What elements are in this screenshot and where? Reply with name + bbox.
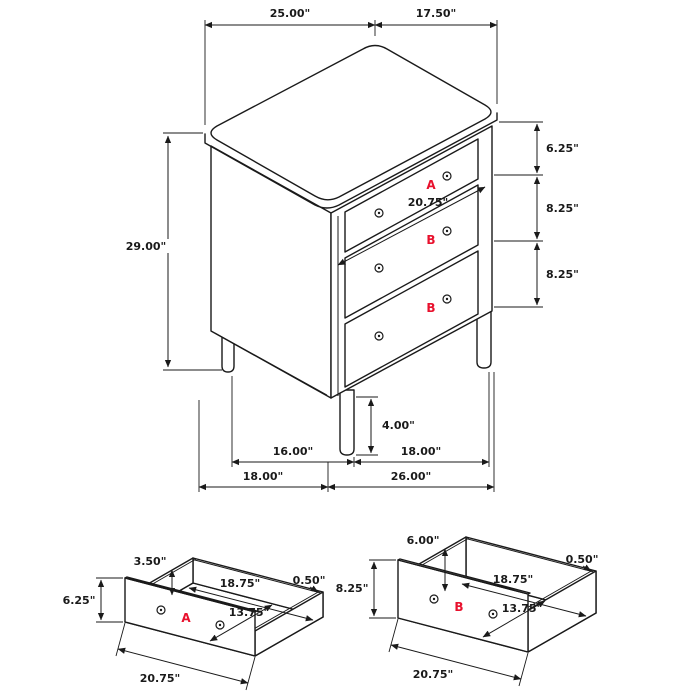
svg-text:26.00": 26.00" <box>391 470 432 483</box>
chest-drawer-b2-label: B <box>426 301 435 315</box>
drawer-b-label: B <box>454 600 463 614</box>
dim-leg-height: 4.00" <box>356 396 415 456</box>
drawer-b-dims: 6.00" 18.75" 0.50" 8.25" 13.75" 20.75" <box>336 534 599 687</box>
dim-height: 29.00" <box>122 132 222 371</box>
svg-text:29.00": 29.00" <box>126 240 167 253</box>
drawer-a-label: A <box>181 611 191 625</box>
svg-text:18.75": 18.75" <box>493 573 534 586</box>
dim-top-depth: 17.50" <box>374 7 498 29</box>
svg-text:8.25": 8.25" <box>546 202 579 215</box>
svg-text:20.75": 20.75" <box>408 196 449 209</box>
drawer-a-knob-right-dot <box>218 623 222 627</box>
dim-drawer-b1-height: 8.25" <box>494 176 579 242</box>
dim-footprint-width: 26.00" <box>327 470 495 491</box>
svg-text:0.50": 0.50" <box>566 553 599 566</box>
svg-text:0.50": 0.50" <box>293 574 326 587</box>
svg-text:6.25": 6.25" <box>63 594 96 607</box>
svg-text:4.00": 4.00" <box>382 419 415 432</box>
drawer-b-knob-right-dot <box>491 612 495 616</box>
dim-base-right: 18.00" <box>353 445 490 466</box>
dim-footprint-depth: 18.00" <box>198 372 495 492</box>
chest-isometric-view: A B B <box>204 44 498 456</box>
chest-drawer-b2-front <box>344 250 479 388</box>
chest-leg-front-right <box>476 302 492 369</box>
svg-text:13.75": 13.75" <box>502 602 543 615</box>
dim-drawer-a-height: 6.25" <box>494 121 579 176</box>
drawer-b-detail: B 6.00" 18.75" 0.50" 8.25" 13.75" 20.75" <box>336 534 599 687</box>
chest-side-rail-line <box>214 332 328 396</box>
svg-text:13.75": 13.75" <box>229 606 270 619</box>
svg-text:3.50": 3.50" <box>134 555 167 568</box>
drawer-a-detail: A 3.50" 18.75" 0.50" 6.25" 13.75" 20.75" <box>63 555 326 691</box>
svg-text:20.75": 20.75" <box>140 672 181 685</box>
svg-text:6.25": 6.25" <box>546 142 579 155</box>
dim-drawer-width: 20.75" <box>337 186 486 266</box>
svg-text:16.00": 16.00" <box>273 445 314 458</box>
chest-drawer-b1-label: B <box>426 233 435 247</box>
dim-top-width: 25.00" <box>204 7 498 125</box>
chest-top-face <box>210 44 492 201</box>
drawer-b-back-wall-edge <box>463 537 595 573</box>
chest-dimensions: 25.00" 17.50" 29.00" 6.25" 8.25" 8. <box>122 7 579 492</box>
dim-base-left: 16.00" <box>231 372 490 467</box>
chest-drawer-a-label: A <box>426 178 436 192</box>
svg-text:20.75": 20.75" <box>413 668 454 681</box>
svg-text:25.00": 25.00" <box>270 7 311 20</box>
svg-text:18.00": 18.00" <box>401 445 442 458</box>
svg-text:8.25": 8.25" <box>546 268 579 281</box>
chest-leg-front-left <box>339 389 355 456</box>
svg-text:18.75": 18.75" <box>220 577 261 590</box>
drawer-b-knob-left-dot <box>432 597 436 601</box>
svg-text:17.50": 17.50" <box>416 7 457 20</box>
svg-text:18.00": 18.00" <box>243 470 284 483</box>
drawer-a-dims: 3.50" 18.75" 0.50" 6.25" 13.75" 20.75" <box>63 555 326 691</box>
svg-text:8.25": 8.25" <box>336 582 369 595</box>
drawer-a-knob-left-dot <box>159 608 163 612</box>
svg-text:6.00": 6.00" <box>407 534 440 547</box>
dim-drawer-b2-height: 8.25" <box>494 242 579 308</box>
